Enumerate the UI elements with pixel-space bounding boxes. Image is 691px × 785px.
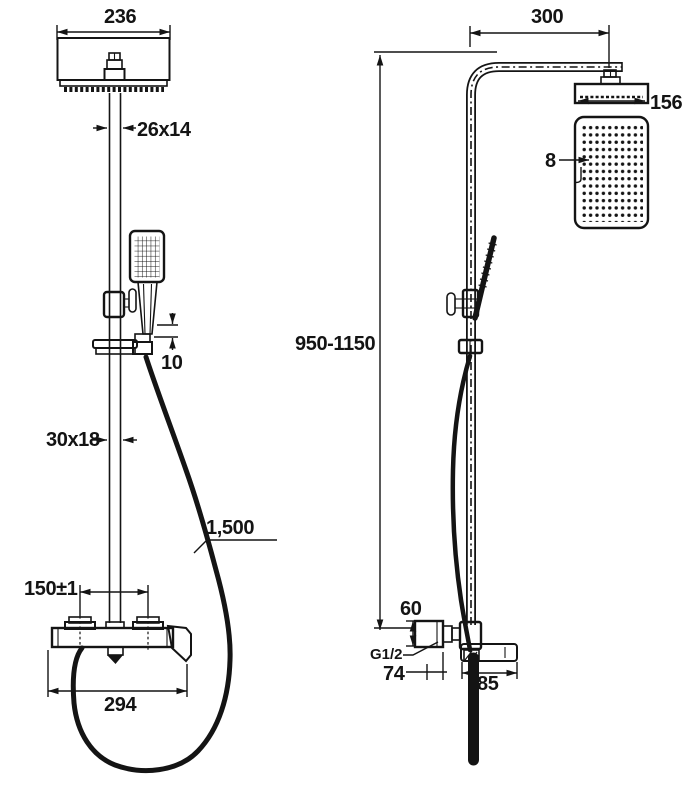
label-hose-length: 1,500 [206,517,254,539]
label-column-height: 950-1150 [295,333,375,355]
dim-wall-offset [406,652,447,680]
label-head-width: 236 [104,6,136,28]
label-head-depth: 156 [650,92,682,114]
label-body-height: 60 [400,598,422,620]
label-hook-offset: 10 [161,352,183,374]
label-arm-length: 300 [531,6,563,28]
riser-pipe-front [108,93,122,623]
label-inlet-spacing: 150±1 [24,578,78,600]
rain-head-front [56,37,171,92]
slider-clamp-front [102,288,137,319]
label-wall-offset: 74 [383,663,406,685]
dim-arm-length [469,25,610,68]
label-thread: G1/2 [370,646,403,663]
label-pipe-lower: 30x18 [46,429,100,451]
label-spout-length: 85 [477,673,499,695]
spray-face-view [573,115,650,230]
dim-body-height [406,620,417,647]
leader-thread [403,641,439,656]
label-nozzle: 8 [545,150,556,172]
hand-shower-front [128,229,166,355]
dim-column-height [374,51,497,630]
label-body-width: 294 [104,694,137,716]
rain-head-side [573,69,650,105]
column-pipe-side [466,62,623,625]
hand-shower-side [472,235,497,321]
shelf-front [92,339,138,355]
dim-nozzle [559,156,589,184]
dim-hook-offset [154,313,178,350]
side-view [374,25,650,766]
slider-ring-side [457,338,484,355]
shower-hose-front [70,354,233,773]
mixer-front [50,616,192,664]
front-view [47,25,277,773]
dimension-labels: 236 26x14 10 30x18 1,500 150±1 294 300 1… [24,6,683,716]
label-pipe-upper: 26x14 [137,119,192,141]
